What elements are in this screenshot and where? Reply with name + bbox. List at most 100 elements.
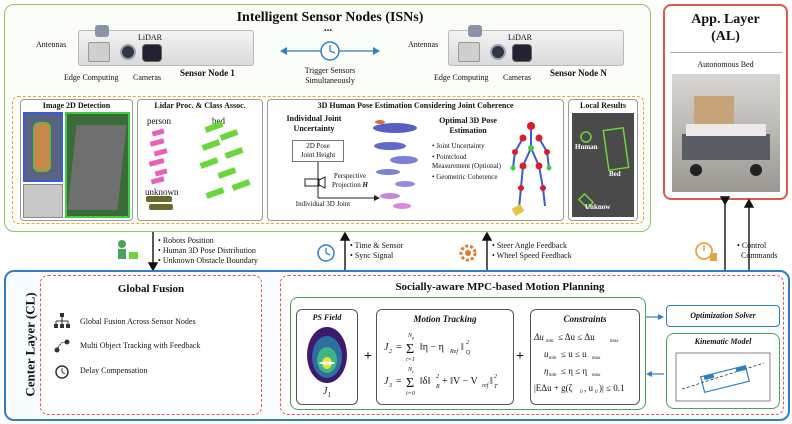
svg-text:Σ: Σ: [406, 342, 414, 357]
svg-text:i=1: i=1: [406, 357, 415, 363]
svg-text:‖η − η: ‖η − η: [420, 342, 444, 353]
nodeN-cameras-label: Cameras: [503, 73, 531, 82]
svg-text:Σ: Σ: [406, 376, 414, 391]
svg-text:≤ u ≤ u: ≤ u ≤ u: [561, 349, 587, 359]
svg-text:η: η: [544, 366, 549, 376]
mpc-link-arrows: [646, 314, 664, 377]
optimal-bullet: • Joint Uncertainty: [432, 142, 485, 150]
svg-text:min: min: [549, 356, 557, 361]
svg-text:min: min: [546, 339, 554, 344]
ps-field-heatmap: [307, 327, 347, 383]
trigger-label: Trigger Sensors Simultaneously: [304, 66, 356, 85]
bed-illustration: [682, 96, 770, 176]
svg-text:J: J: [384, 342, 389, 353]
svg-text:=: =: [396, 376, 402, 387]
gear-icon: [456, 241, 480, 265]
camera-icon: [490, 44, 506, 60]
svg-text:c: c: [412, 369, 414, 374]
ps-field-title: PS Field: [312, 313, 342, 322]
svg-text:=: =: [396, 342, 402, 353]
plus-sign: +: [364, 349, 372, 364]
node1-lidar-label: LiDAR: [138, 33, 162, 42]
svg-text:, u: , u: [584, 383, 594, 393]
edge-computing-icon: [458, 42, 480, 62]
svg-text:‖: ‖: [490, 376, 493, 387]
nodeN-lidar-label: LiDAR: [508, 33, 532, 42]
optimization-solver-label: Optimization Solver: [690, 311, 756, 320]
pose-flow-arrows: [317, 162, 380, 201]
node1-antennas-label: Antennas: [36, 40, 67, 49]
gf-item-1: Global Fusion Across Sensor Nodes: [80, 317, 196, 326]
local-results-shapes: [577, 126, 630, 210]
svg-text:Q: Q: [466, 350, 471, 356]
constraints-box: [530, 309, 640, 405]
tracking-icon: [54, 338, 70, 354]
svg-text:max: max: [592, 373, 601, 378]
persp-symbol: H: [362, 181, 368, 189]
control-item: Commands: [741, 251, 778, 260]
robot-icon: [112, 238, 140, 262]
optimal-bullet: • Geometric Coherence: [432, 173, 498, 181]
ellipsis: ...: [323, 22, 333, 34]
svg-text:2: 2: [389, 349, 392, 355]
network-icon: [54, 313, 70, 329]
nodeN-antennas-label: Antennas: [408, 40, 439, 49]
svg-text:J: J: [384, 376, 389, 387]
motion-tracking-title: Motion Tracking: [413, 314, 477, 324]
svg-text:i=0: i=0: [406, 391, 415, 397]
pose-box: 2D Pose Joint Height: [292, 140, 344, 162]
control-icon: [693, 238, 719, 264]
local-human-label: Human: [575, 143, 598, 151]
delay-icon: [54, 364, 70, 380]
pose-box-line2: Joint Height: [300, 151, 336, 159]
feedback-list: • Steer Angle Feedback • Wheel Speed Fee…: [492, 241, 572, 261]
svg-text:|EΔu + g(ζ: |EΔu + g(ζ: [534, 383, 573, 393]
nodeN-edge-label: Edge Computing: [434, 73, 489, 82]
app-divider: [670, 52, 782, 53]
time-sync-item: • Time & Sensor: [350, 241, 404, 250]
ps-field-box: [296, 309, 358, 405]
global-fusion-title: Global Fusion: [117, 283, 185, 295]
lidar-unknown-label: unknown: [145, 187, 179, 197]
detection-title: Image 2D Detection: [42, 101, 111, 110]
motion-tracking-box: [376, 309, 514, 405]
to-cl-list: • Robots Position • Human 3D Pose Distri…: [158, 236, 258, 266]
to-cl-item: • Robots Position: [158, 236, 214, 245]
svg-text:2: 2: [466, 340, 469, 346]
lidar-icon: [512, 44, 532, 62]
svg-text:≤ Δu ≤ Δu: ≤ Δu ≤ Δu: [558, 332, 595, 342]
isn-title: Intelligent Sensor Nodes (ISNs): [236, 10, 424, 25]
persp-label: Perspective Projection H: [324, 172, 376, 190]
indiv-title: Individual Joint Uncertainty: [286, 114, 342, 133]
detected-person-figure: [33, 122, 51, 172]
joint-uncertainty-ellipsoids: [373, 120, 418, 209]
optimal-bullets: • Joint Uncertainty • Pointcloud Measure…: [432, 142, 504, 182]
svg-text:N: N: [407, 367, 413, 373]
camera-icon: [120, 44, 136, 60]
lidar-person-label: person: [147, 116, 171, 126]
pose-title: 3D Human Pose Estimation Considering Joi…: [317, 101, 514, 110]
kinematic-diagram: [675, 352, 771, 402]
autonomous-bed-label: Autonomous Bed: [697, 60, 754, 69]
time-sync-list: • Time & Sensor • Sync Signal: [350, 241, 403, 261]
local-bed-label: Bed: [609, 170, 621, 178]
svg-text:‖: ‖: [461, 342, 464, 353]
to-cl-item: • Human 3D Pose Distribution: [158, 246, 256, 255]
node1-cameras-label: Cameras: [133, 73, 161, 82]
local-results-title: Local Results: [580, 101, 626, 110]
svg-text:R: R: [435, 384, 440, 390]
svg-text:2: 2: [436, 374, 439, 380]
svg-text:0: 0: [595, 390, 598, 395]
optimal-title: Optimal 3D Pose Estimation: [439, 116, 497, 135]
feedback-item: • Wheel Speed Feedback: [492, 251, 572, 260]
control-list: • Control Commands: [737, 241, 777, 261]
svg-text:+ ‖V − V: + ‖V − V: [442, 376, 478, 387]
svg-text:p: p: [411, 335, 414, 340]
lidar-bed-label: bed: [212, 116, 225, 126]
processing-strip: [12, 96, 644, 224]
mpc-title: Socially-aware MPC-based Motion Planning: [395, 281, 605, 293]
skeleton-figure: [510, 122, 552, 216]
svg-text:0: 0: [580, 390, 583, 395]
app-title-line2: (AL): [711, 29, 740, 44]
